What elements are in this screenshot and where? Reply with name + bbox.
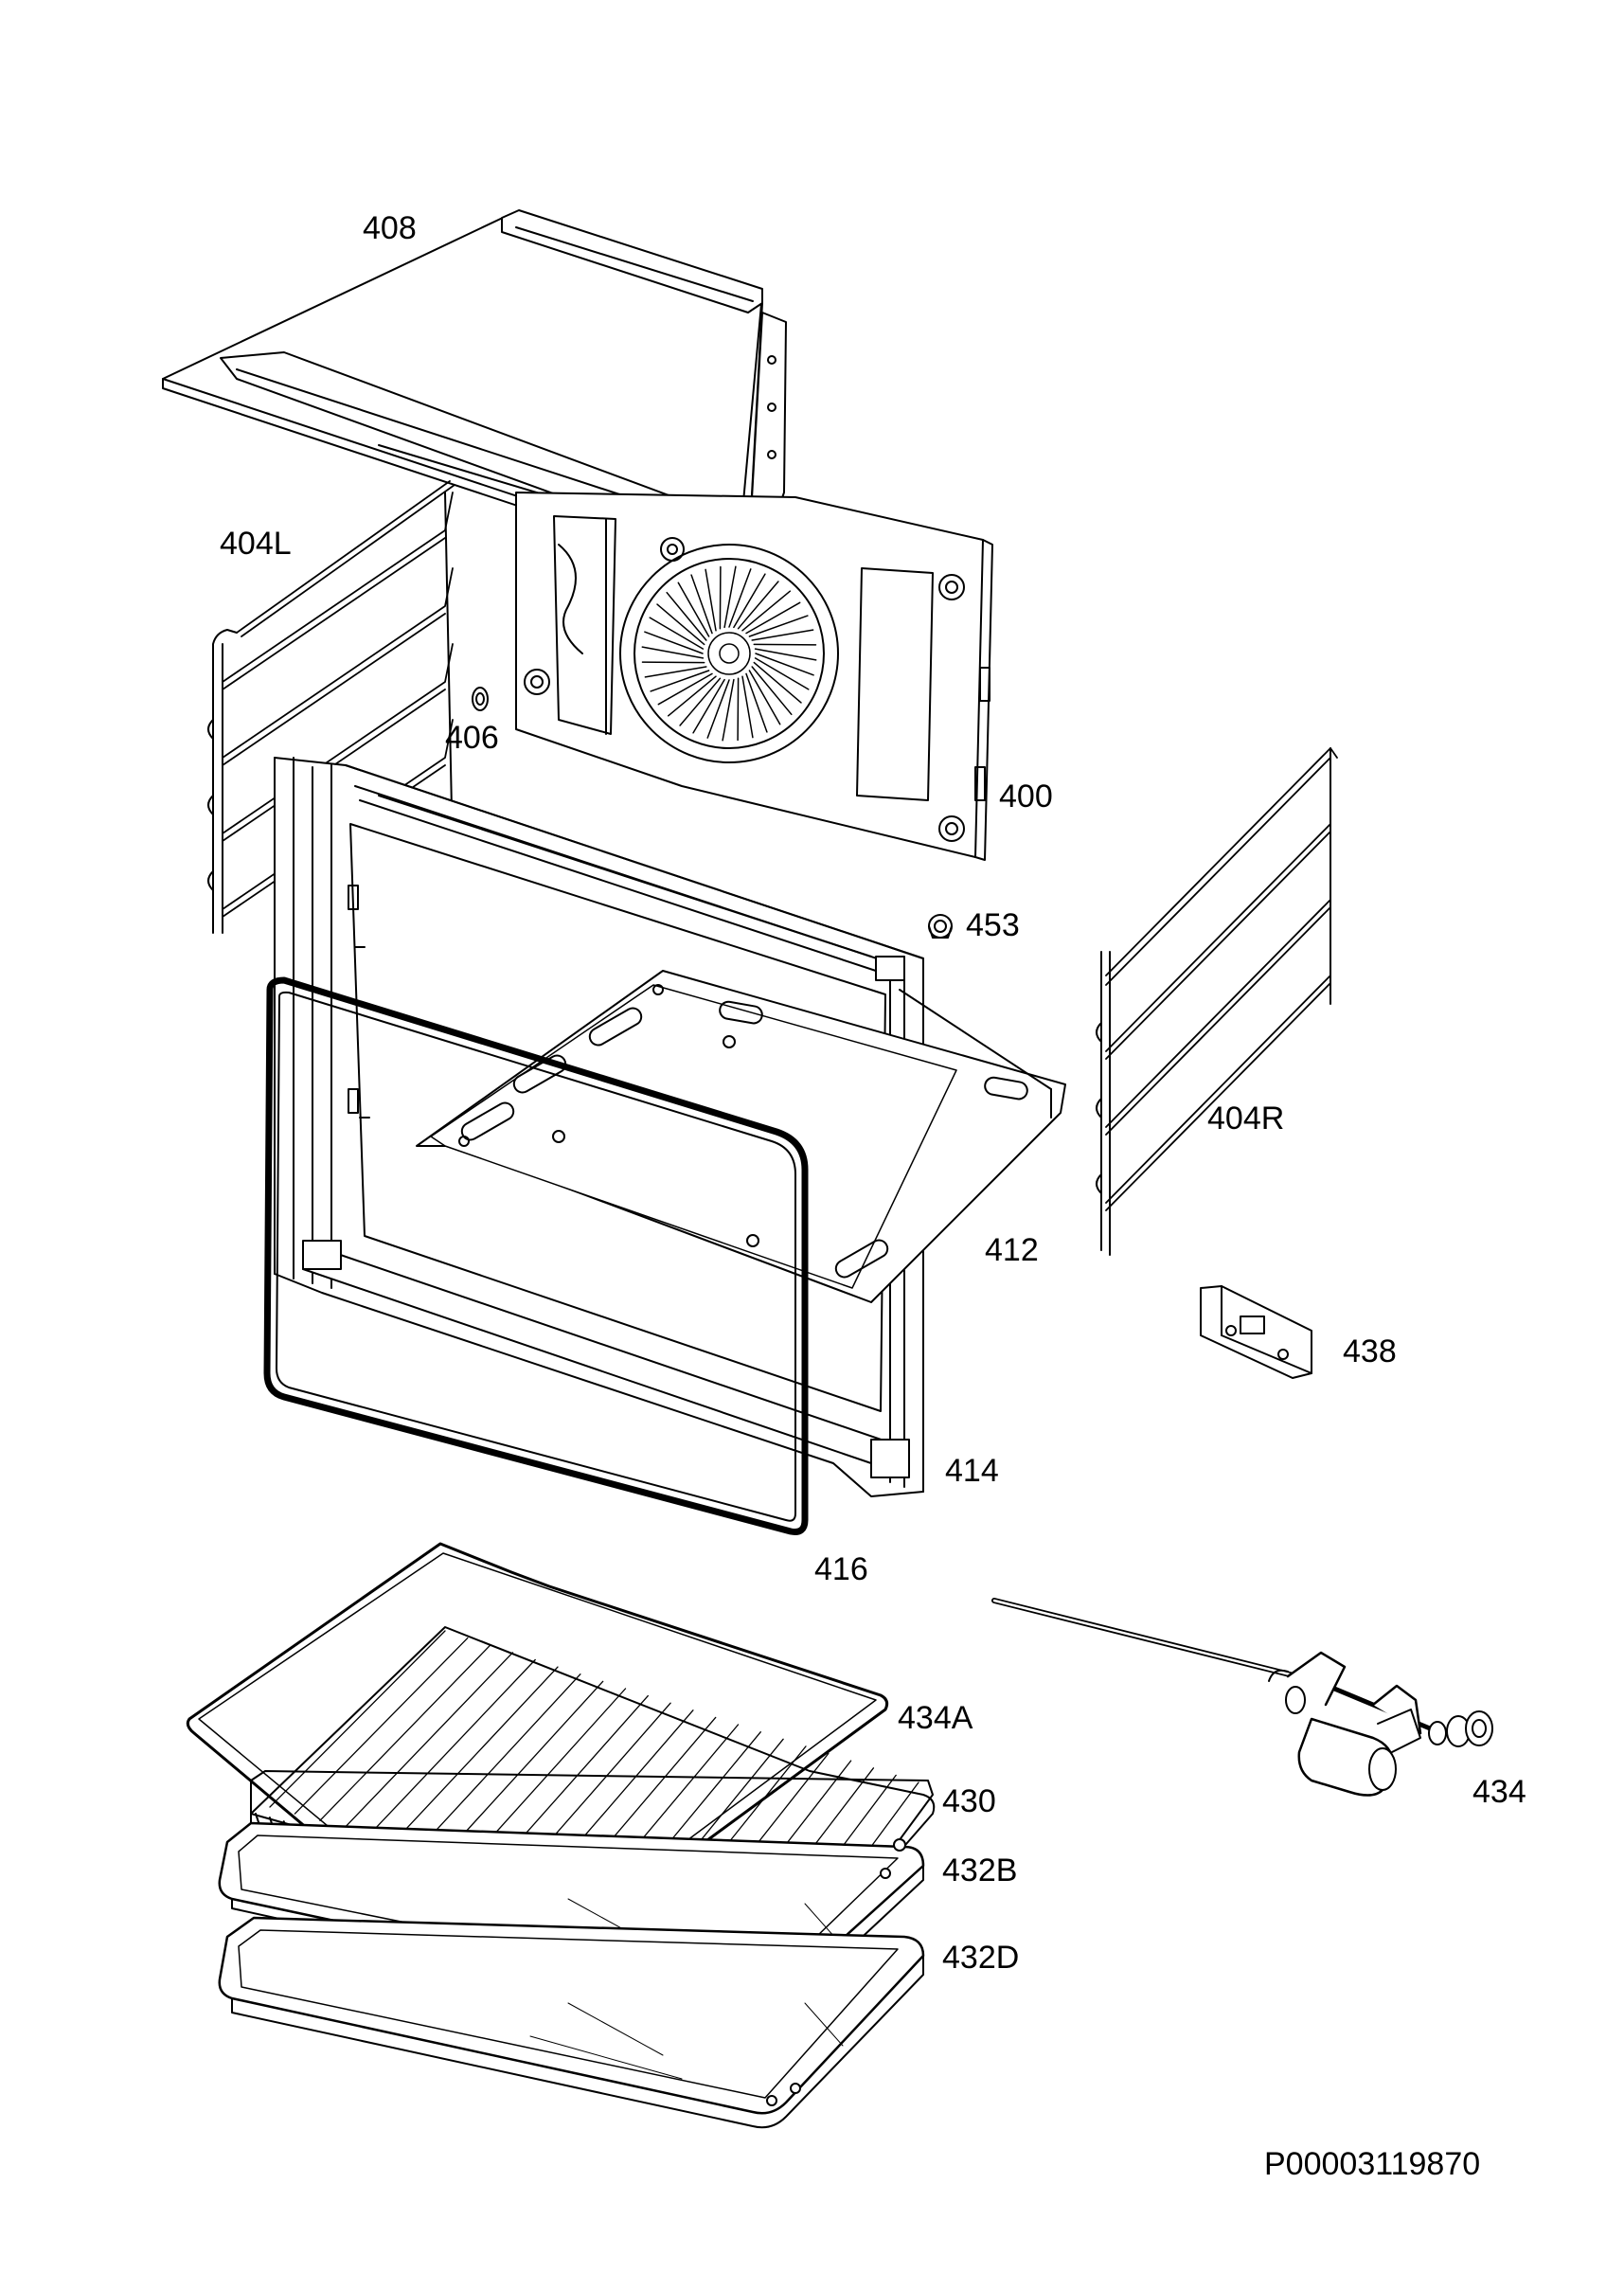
label-432D: 432D xyxy=(942,1940,1020,1976)
fan-blade xyxy=(749,671,779,725)
fan-blade xyxy=(752,667,792,714)
fan-blade xyxy=(650,617,703,649)
document-code: P00003119870 xyxy=(1264,2146,1481,2182)
fan-blades xyxy=(642,566,815,740)
label-430: 430 xyxy=(942,1783,996,1819)
fan-blade xyxy=(645,667,705,677)
grill-bar xyxy=(345,1653,512,1828)
fan-blade xyxy=(729,569,751,627)
fan-blade xyxy=(720,567,721,629)
grill-bar xyxy=(320,1645,491,1820)
part-434-rotisserie-spit xyxy=(994,1601,1492,1796)
fan-blade xyxy=(645,632,703,653)
fan-blade xyxy=(678,582,708,636)
label-453: 453 xyxy=(966,907,1020,943)
label-400: 400 xyxy=(999,779,1053,814)
fan-blade xyxy=(739,582,778,629)
grill-bar xyxy=(294,1638,467,1815)
fan-blade xyxy=(667,593,706,640)
fan-blade xyxy=(754,644,815,645)
fan-blade xyxy=(643,662,705,663)
fan-blade xyxy=(749,616,808,636)
label-438: 438 xyxy=(1343,1333,1397,1369)
fan-blade xyxy=(651,671,709,691)
fan-blade xyxy=(742,591,790,631)
fan-blade xyxy=(642,647,703,658)
part-400-back-panel xyxy=(516,492,992,860)
part-404R-right-shelf-support xyxy=(1097,748,1337,1255)
part-453-lamp xyxy=(929,915,952,938)
fan-blade xyxy=(734,574,765,627)
fan-blade xyxy=(691,575,712,634)
fan-blade xyxy=(752,630,812,640)
grill-bar xyxy=(445,1681,603,1854)
label-406: 406 xyxy=(445,720,499,756)
fan-blade xyxy=(658,673,712,704)
fan-blade xyxy=(705,569,716,630)
fan-blade xyxy=(756,658,809,689)
label-432B: 432B xyxy=(942,1852,1018,1888)
label-434: 434 xyxy=(1472,1774,1526,1810)
grill-bar xyxy=(370,1660,536,1835)
fan-blade xyxy=(723,680,734,741)
part-432D-deep-tray xyxy=(220,1918,923,2127)
label-412: 412 xyxy=(985,1232,1039,1268)
fan-blade xyxy=(707,680,729,738)
part-406-clip xyxy=(473,688,488,710)
grill-bar xyxy=(395,1667,558,1841)
label-404L: 404L xyxy=(220,526,292,562)
fan-blade xyxy=(693,680,724,733)
fan-blade xyxy=(746,673,767,732)
part-416-door-seal xyxy=(267,980,805,1532)
fan-blade xyxy=(746,602,800,633)
label-416: 416 xyxy=(814,1551,868,1587)
fan-blade xyxy=(742,676,753,737)
label-408: 408 xyxy=(363,210,417,246)
fan-blade xyxy=(756,649,816,660)
fan-blade xyxy=(680,678,720,725)
fan-blade xyxy=(754,663,801,703)
fan-blade xyxy=(738,678,739,740)
part-438-bracket xyxy=(1201,1286,1312,1378)
grill-bar xyxy=(420,1674,580,1848)
label-414: 414 xyxy=(945,1453,999,1489)
label-404R: 404R xyxy=(1207,1101,1285,1136)
fan-blade xyxy=(756,653,813,675)
part-412-oven-cavity xyxy=(275,758,1065,1496)
fan-blade xyxy=(669,676,716,716)
fan-blade xyxy=(657,604,705,644)
fan-blade xyxy=(724,566,736,627)
label-434A: 434A xyxy=(898,1700,973,1736)
grill-bar xyxy=(270,1631,445,1807)
